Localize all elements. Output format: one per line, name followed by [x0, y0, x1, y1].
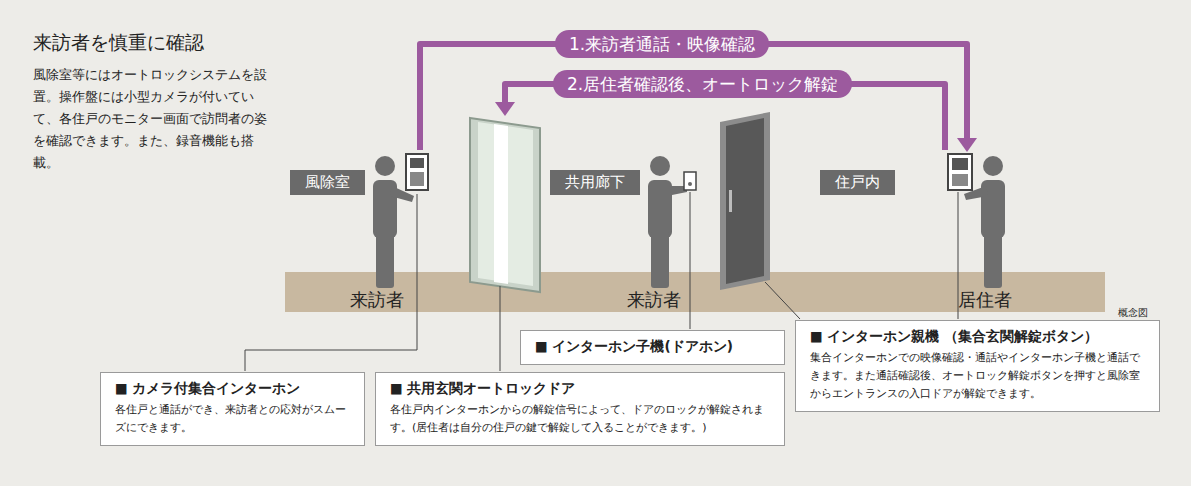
note: 概念図	[1118, 306, 1148, 320]
heading: 1.来訪者通話・映像確認	[569, 33, 755, 55]
entrance-intercom	[406, 154, 428, 190]
step-pill: 1.来訪者通話・映像確認	[555, 30, 769, 58]
heading: 2.居住者確認後、オートロック解錠	[567, 73, 838, 95]
floor-label: 来訪者	[350, 288, 404, 312]
heading: 風除室	[298, 172, 357, 193]
floor-band	[285, 272, 1105, 312]
step-pill: 2.居住者確認後、オートロック解錠	[553, 70, 852, 98]
heading: ■ インターホン子機(ドアホン)	[535, 337, 774, 356]
master-monitor	[948, 154, 972, 190]
heading: 共用廊下	[558, 172, 632, 193]
callout-box: ■ インターホン子機(ドアホン)	[520, 330, 785, 365]
unit-door	[720, 112, 770, 290]
callout-box: ■ 共用玄関オートロックドア各住戸内インターホンからの解錠信号によって、ドアのロ…	[375, 372, 785, 446]
area-tag: 風除室	[290, 170, 365, 195]
body-text: 各住戸内インターホンからの解錠信号によって、ドアのロックが解錠されます。(居住者…	[390, 401, 774, 437]
body-text: 各住戸と通話ができ、来訪者との応対がスムーズにできます。	[115, 401, 354, 437]
glass-door	[470, 118, 540, 292]
heading: ■ インターホン親機 （集合玄関解錠ボタン）	[810, 327, 1149, 346]
title: 来訪者を慎重に確認	[33, 30, 204, 56]
area-tag: 住戸内	[820, 170, 895, 195]
description: 風除室等にはオートロックシステムを設置。操作盤には小型カメラが付いていて、各住戸…	[33, 64, 273, 174]
arrow-head	[957, 138, 977, 152]
body-text: 集合インターホンでの映像確認・通話やインターホン子機と通話できます。また通話確認…	[810, 349, 1149, 403]
person-figures	[373, 156, 1005, 288]
floor-label: 居住者	[958, 288, 1012, 312]
arrow-head	[495, 102, 515, 116]
heading: ■ 共用玄関オートロックドア	[390, 379, 774, 398]
floor-label: 来訪者	[627, 288, 681, 312]
callout-box: ■ インターホン親機 （集合玄関解錠ボタン） 集合インターホンでの映像確認・通話や…	[795, 320, 1160, 412]
door-phone	[684, 172, 696, 190]
callout-box: ■ カメラ付集合インターホン各住戸と通話ができ、来訪者との応対がスムーズにできま…	[100, 372, 365, 446]
heading: 住戸内	[828, 172, 887, 193]
heading: ■ カメラ付集合インターホン	[115, 379, 354, 398]
area-tag: 共用廊下	[550, 170, 640, 195]
